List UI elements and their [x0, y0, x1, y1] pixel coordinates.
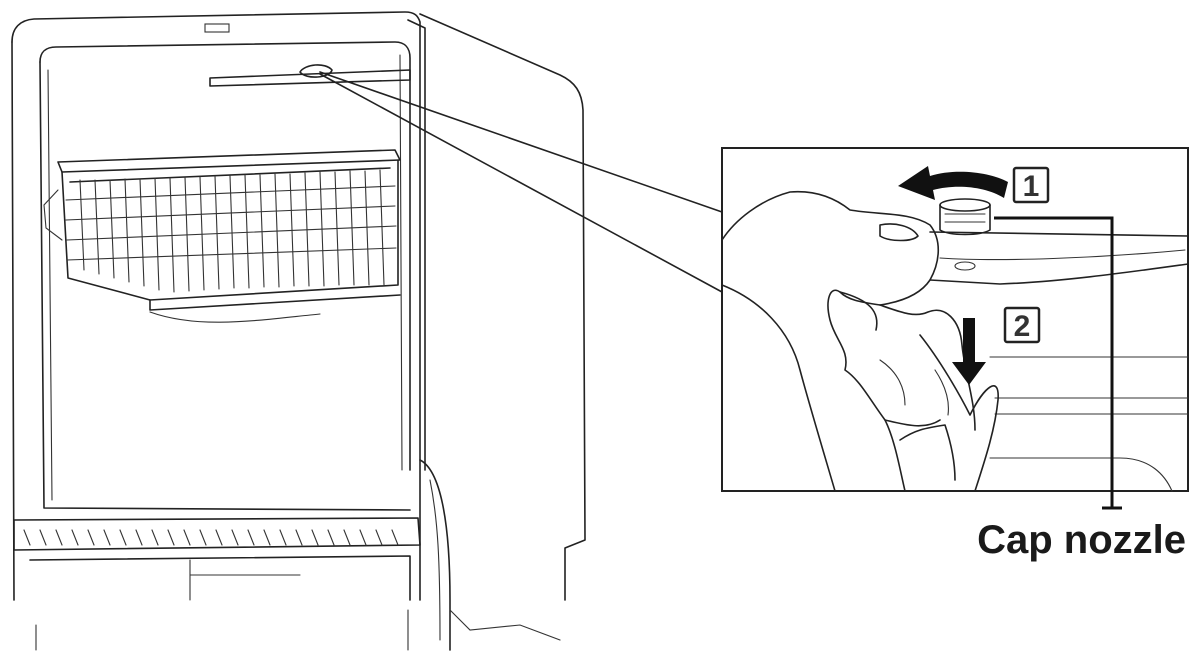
dish-rack [44, 150, 400, 322]
dishwasher-illustration [12, 12, 585, 650]
step-1-number: 1 [1023, 170, 1040, 203]
door-grille [14, 460, 560, 650]
step-2-number: 2 [1014, 310, 1031, 343]
step-2-badge: 2 [1005, 308, 1039, 343]
step-1-badge: 1 [1014, 168, 1048, 203]
cap-nozzle-label: Cap nozzle [977, 518, 1186, 562]
detail-inset: 1 2 [722, 148, 1188, 508]
